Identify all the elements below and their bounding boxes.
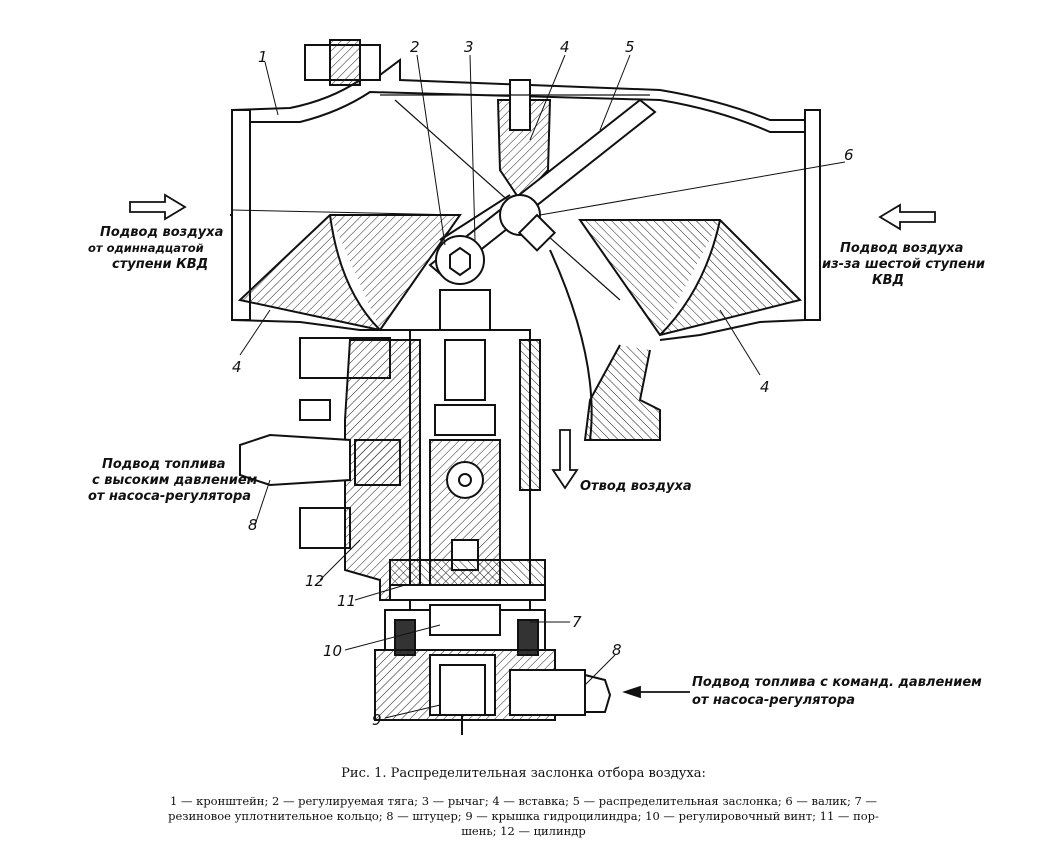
label-7: 7	[572, 613, 582, 631]
valve-drawing: 1 2 3 4 5 6 4 4 8 12 11 10 7 8 9 Подвод …	[88, 38, 985, 735]
label-4-right: 4	[760, 378, 770, 396]
legend-line-3: шень; 12 — цилиндр	[461, 824, 586, 838]
left-air-line3: ступени КВД	[112, 257, 208, 272]
label-8-left: 8	[248, 516, 258, 534]
label-1: 1	[258, 48, 268, 66]
left-air-line1: Подвод воздуха	[100, 225, 223, 240]
arrows	[129, 193, 936, 699]
legend-line-1: 1 — кронштейн; 2 — регулируемая тяга; 3 …	[170, 794, 877, 808]
label-10: 10	[323, 642, 342, 660]
fuel-high-line2: с высоким давлением	[92, 473, 258, 488]
label-2: 2	[410, 38, 420, 56]
label-6: 6	[844, 146, 854, 164]
legend-line-2: резиновое уплотнительное кольцо; 8 — шту…	[168, 809, 879, 823]
right-air-line1: Подвод воздуха	[840, 241, 963, 256]
right-air-line3: КВД	[872, 273, 904, 288]
fuel-cmd-line2: от насоса-регулятора	[692, 693, 855, 708]
leader-lines	[239, 54, 846, 719]
label-4-top: 4	[560, 38, 570, 56]
left-air-line2: от одиннадцатой	[88, 241, 204, 255]
label-11: 11	[337, 592, 356, 610]
label-9: 9	[372, 711, 382, 729]
label-3: 3	[464, 38, 474, 56]
housing	[230, 39, 821, 735]
annotations: Подвод воздуха от одиннадцатой ступени К…	[88, 225, 985, 708]
fuel-high-line1: Подвод топлива	[102, 457, 226, 472]
right-air-line2: из-за шестой ступени	[822, 257, 985, 272]
figure-caption-title: Рис. 1. Распределительная заслонка отбор…	[341, 766, 706, 781]
label-12: 12	[305, 572, 324, 590]
figure-legend: 1 — кронштейн; 2 — регулируемая тяга; 3 …	[60, 794, 987, 839]
label-5: 5	[625, 38, 635, 56]
label-8-right: 8	[612, 641, 622, 659]
part-numbers: 1 2 3 4 5 6 4 4 8 12 11 10 7 8 9	[232, 38, 854, 729]
air-out-label: Отвод воздуха	[580, 479, 692, 494]
fuel-high-line3: от насоса-регулятора	[88, 489, 251, 504]
label-4-left: 4	[232, 358, 242, 376]
fuel-cmd-line1: Подвод топлива с команд. давлением	[692, 675, 982, 690]
